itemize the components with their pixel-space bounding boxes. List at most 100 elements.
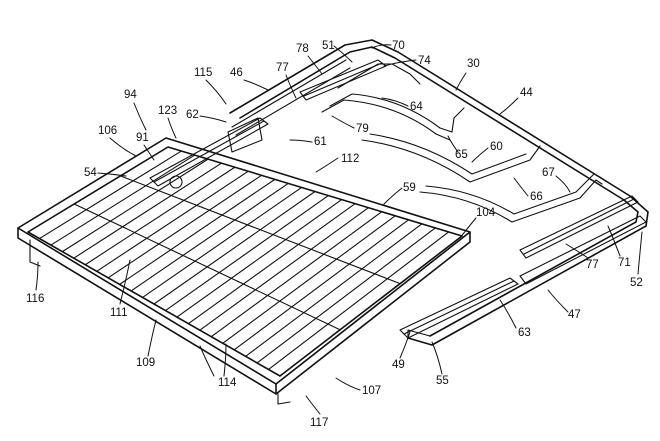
rear-slide-left xyxy=(299,59,387,101)
label-59: 59 xyxy=(403,182,416,194)
leader-51 xyxy=(333,45,353,63)
leader-54 xyxy=(97,172,127,177)
shelf-cross-rod xyxy=(119,175,401,285)
left-foot xyxy=(29,239,41,267)
shelf-rod xyxy=(164,194,329,312)
label-111: 111 xyxy=(110,307,127,319)
label-61: 61 xyxy=(314,136,327,148)
cross-wire-3b xyxy=(425,173,595,215)
leader-lines xyxy=(35,44,643,415)
label-54: 54 xyxy=(84,167,97,179)
cross-wire-2b xyxy=(369,133,527,175)
front-slide-groove xyxy=(403,280,515,335)
leader-30 xyxy=(455,72,467,91)
shelf-rod xyxy=(130,182,289,292)
leader-104 xyxy=(459,217,477,239)
label-79: 79 xyxy=(356,123,369,135)
leader-78 xyxy=(307,55,323,75)
leader-107 xyxy=(335,377,361,391)
label-117: 117 xyxy=(310,417,328,429)
shelf-rod xyxy=(176,199,343,318)
right-slide xyxy=(519,195,639,259)
label-47: 47 xyxy=(568,309,581,321)
label-52: 52 xyxy=(630,277,643,289)
label-116: 116 xyxy=(26,293,44,305)
rear-slide-left-groove xyxy=(303,62,383,97)
leader-70 xyxy=(371,44,392,49)
cross-wire-1b xyxy=(321,99,451,141)
shelf-rod xyxy=(141,186,303,299)
label-123: 123 xyxy=(158,105,177,117)
label-77-right: 77 xyxy=(586,259,599,271)
leader-112 xyxy=(315,157,339,173)
label-62: 62 xyxy=(186,109,199,121)
label-60: 60 xyxy=(490,141,503,153)
shelf-wires xyxy=(38,150,450,371)
shelf-rod xyxy=(233,219,410,351)
left-slide xyxy=(149,117,269,187)
leader-79 xyxy=(331,115,355,129)
front-corner xyxy=(407,329,431,339)
label-64: 64 xyxy=(410,101,423,113)
left-side-rail xyxy=(231,59,347,128)
shelf-rod xyxy=(61,158,209,253)
leader-49 xyxy=(399,331,411,359)
label-30: 30 xyxy=(467,58,480,70)
shelf-rod xyxy=(187,203,356,325)
shelf-rod xyxy=(199,207,370,331)
leader-61 xyxy=(289,139,313,143)
shelf-rod xyxy=(50,154,196,246)
leader-60 xyxy=(471,147,489,163)
shelf-rod xyxy=(222,215,396,344)
cross-wire-1 xyxy=(329,93,465,133)
leader-67 xyxy=(555,175,571,193)
label-55: 55 xyxy=(436,375,449,387)
shelf-rod xyxy=(210,211,383,338)
label-44: 44 xyxy=(520,87,533,99)
label-71: 71 xyxy=(618,257,631,269)
right-slide-groove xyxy=(523,198,635,255)
leader-63 xyxy=(499,299,517,329)
shelf-front-lip xyxy=(17,227,277,395)
leader-94 xyxy=(133,102,147,131)
leader-116 xyxy=(35,261,39,291)
reference-labels: 70 51 78 74 30 115 46 77 44 94 64 123 62… xyxy=(26,40,643,429)
leader-106 xyxy=(109,137,137,157)
label-70: 70 xyxy=(392,40,405,52)
label-94: 94 xyxy=(124,89,137,101)
leader-123 xyxy=(167,117,177,139)
leader-62 xyxy=(199,115,227,123)
slide-bracket xyxy=(227,117,263,153)
shelf-rod xyxy=(84,166,236,266)
label-49: 49 xyxy=(392,359,405,371)
leader-59 xyxy=(383,187,403,205)
leader-114-b xyxy=(223,343,227,377)
label-106: 106 xyxy=(98,125,117,137)
label-104: 104 xyxy=(476,207,496,219)
leader-46 xyxy=(243,79,269,91)
label-67: 67 xyxy=(542,167,555,179)
shelf-rod xyxy=(267,231,450,371)
label-74: 74 xyxy=(418,55,431,67)
leader-71 xyxy=(607,225,621,257)
leader-115 xyxy=(205,79,227,105)
leader-111 xyxy=(119,259,131,305)
leader-55 xyxy=(431,341,443,375)
cross-wire-3 xyxy=(419,179,603,223)
label-109: 109 xyxy=(136,357,155,369)
leader-109 xyxy=(147,319,157,357)
shelf-rod xyxy=(38,150,182,240)
shelf-rod xyxy=(256,227,436,364)
leader-77-right xyxy=(565,243,589,259)
support-frame-inner xyxy=(239,46,639,337)
label-115: 115 xyxy=(194,67,212,79)
leader-117 xyxy=(305,395,321,415)
label-77-top: 77 xyxy=(276,62,289,74)
cross-wire-2 xyxy=(361,139,541,183)
shelf-rod xyxy=(119,178,276,285)
shelf-rod xyxy=(96,170,249,272)
leader-64 xyxy=(381,97,409,107)
label-46: 46 xyxy=(230,67,243,79)
